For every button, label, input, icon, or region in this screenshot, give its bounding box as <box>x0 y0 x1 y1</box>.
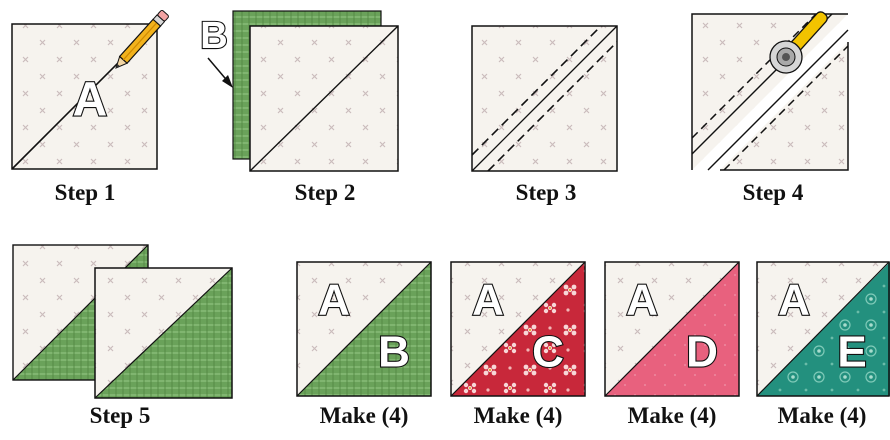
fabric-letter-c: C <box>532 328 564 377</box>
unit-ac: A C <box>451 262 585 396</box>
unit-ab-caption: Make (4) <box>320 403 409 429</box>
fabric-letter-b: B <box>200 15 227 57</box>
step-1-block: A <box>12 10 169 169</box>
unit-ae: A E <box>757 262 890 396</box>
fabric-letter-a: A <box>73 74 108 127</box>
unit-ab: A B <box>297 262 431 396</box>
fabric-letter-e: E <box>837 328 866 377</box>
step-2-caption: Step 2 <box>295 180 356 206</box>
fabric-letter-d: D <box>686 328 718 377</box>
unit-ad-caption: Make (4) <box>628 403 717 429</box>
fabric-letter-a: A <box>778 276 810 325</box>
unit-ae-caption: Make (4) <box>778 403 867 429</box>
step-4-caption: Step 4 <box>743 180 804 206</box>
fabric-letter-b: B <box>378 328 410 377</box>
step-2-block: B <box>200 11 398 171</box>
step-4-block <box>692 3 848 170</box>
step-5-block <box>13 245 232 398</box>
step-3-block <box>472 26 617 171</box>
arrow-icon <box>208 58 233 88</box>
step-5-caption: Step 5 <box>90 403 151 429</box>
step-3-caption: Step 3 <box>516 180 577 206</box>
fabric-letter-a: A <box>318 276 350 325</box>
step-1-caption: Step 1 <box>55 180 116 206</box>
fabric-letter-a: A <box>472 276 504 325</box>
unit-ad: A D <box>605 262 739 396</box>
fabric-letter-a: A <box>626 276 658 325</box>
unit-ac-caption: Make (4) <box>474 403 563 429</box>
